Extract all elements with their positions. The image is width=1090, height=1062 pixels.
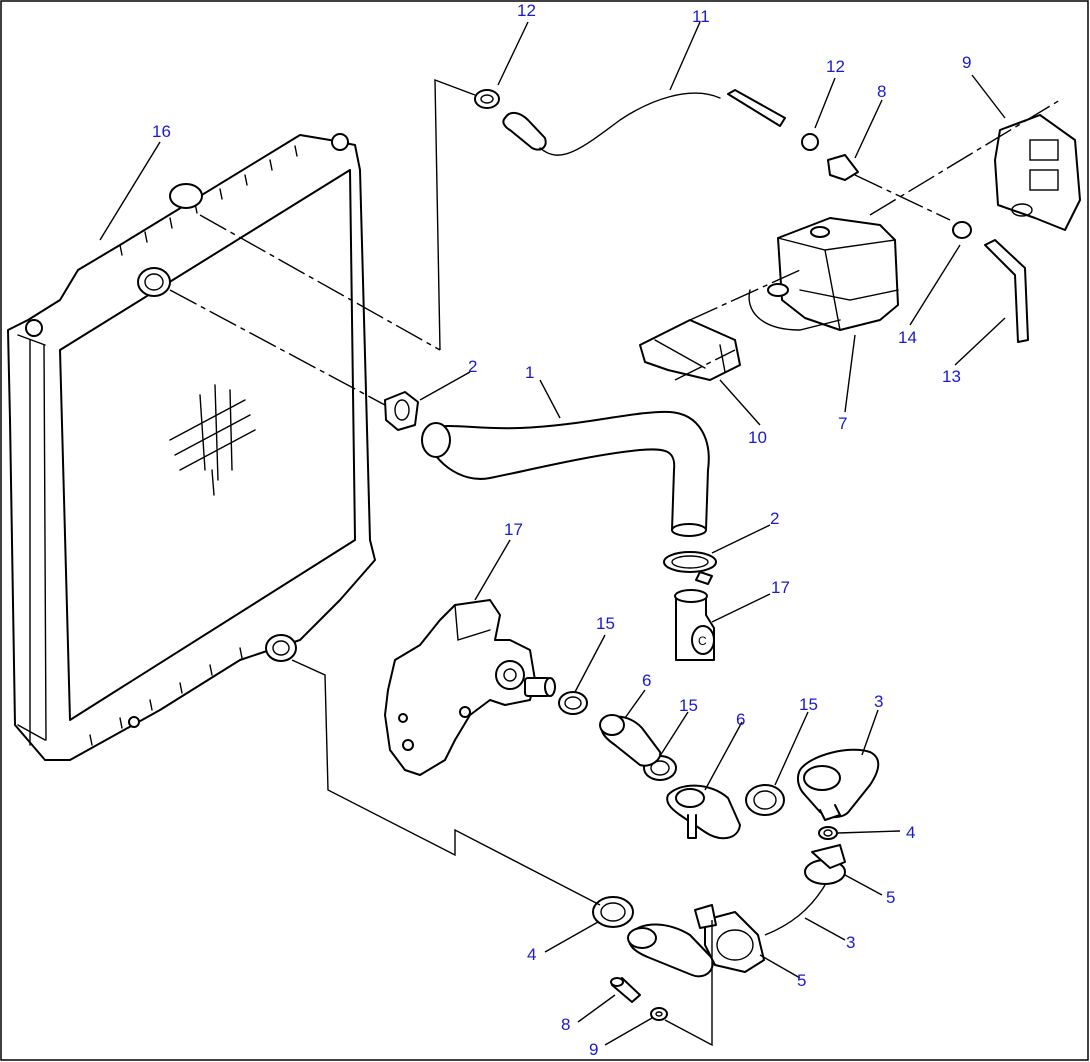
hose-clamp-lower: [663, 551, 717, 585]
callout-2: 2: [770, 509, 779, 528]
callout-9: 9: [589, 1040, 598, 1059]
callout-6: 6: [736, 710, 745, 729]
upper-hose: [421, 410, 710, 537]
clamp-12-left: [474, 89, 500, 109]
bolt-8-lower: [610, 977, 641, 1003]
nut-9-lower: [650, 1007, 668, 1021]
callout-10: 10: [748, 428, 767, 447]
callout-17: 17: [504, 520, 523, 539]
drain-hose-13: [984, 239, 1029, 343]
callout-4: 4: [527, 945, 536, 964]
hose-clamp-15a: [558, 691, 588, 715]
clamp-5-upper: [804, 844, 846, 885]
callout-7: 7: [838, 414, 847, 433]
bolt-8-upper: [827, 154, 859, 181]
callout-16: 16: [152, 122, 171, 141]
callout-11: 11: [692, 7, 710, 26]
callout-12: 12: [826, 57, 845, 76]
callout-4: 4: [906, 823, 915, 842]
clamp-12-right: [801, 133, 819, 151]
callout-6: 6: [642, 671, 651, 690]
callout-15: 15: [596, 614, 615, 633]
hose-clamp-15c: [745, 784, 785, 816]
callout-1: 1: [525, 363, 534, 382]
overflow-hose: [502, 89, 786, 156]
callout-15: 15: [799, 695, 818, 714]
lower-hose: [627, 923, 714, 978]
callout-3: 3: [846, 933, 855, 952]
callout-17: 17: [771, 578, 790, 597]
callout-14: 14: [898, 328, 917, 347]
washer-4-small: [818, 826, 838, 840]
thermostat-fitting: C: [674, 589, 715, 661]
clamp-14: [952, 221, 972, 239]
callout-15: 15: [679, 696, 698, 715]
callout-2: 2: [468, 357, 477, 376]
hose-6-lower: [666, 784, 741, 840]
elbow-3-upper: [796, 748, 880, 821]
callout-8: 8: [877, 82, 886, 101]
radiator: [7, 133, 376, 761]
callout-8: 8: [561, 1015, 570, 1034]
callout-labels: 12 11 12 8 9 16 2 1 10 7 14 13 2 17 17 1…: [152, 1, 971, 1059]
callout-9: 9: [962, 53, 971, 72]
hose-clamp-upper: [384, 391, 419, 431]
svg-text:C: C: [698, 634, 707, 648]
tank-bracket: [639, 283, 841, 381]
clamp-5-lower: [694, 904, 765, 973]
callout-5: 5: [886, 888, 895, 907]
reservoir-tank: [777, 217, 899, 331]
assembly-reference-lines: [169, 78, 1061, 1047]
callout-3: 3: [874, 692, 883, 711]
mounting-bracket: [994, 114, 1081, 231]
water-pump-housing: [384, 599, 556, 776]
callout-5: 5: [797, 971, 806, 990]
hose-6-upper: [599, 714, 662, 767]
hose-clamp-4-lower: [592, 896, 634, 928]
callout-12: 12: [517, 1, 536, 20]
callout-leaders: [99, 21, 1006, 1046]
callout-13: 13: [942, 367, 961, 386]
